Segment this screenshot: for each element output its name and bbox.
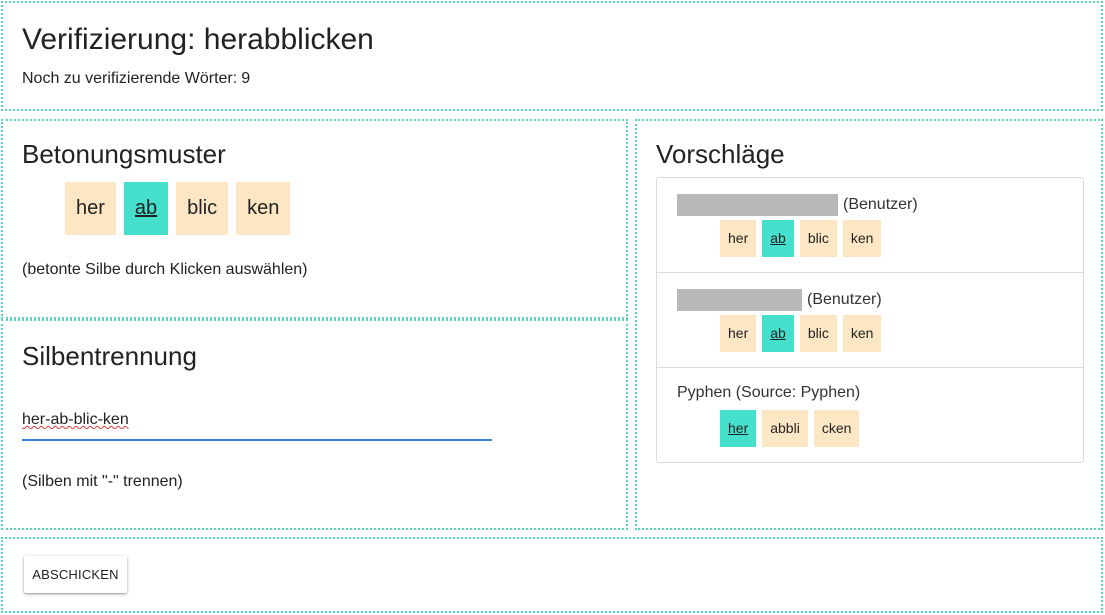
suggestion-syllable-list: her ab blic ken <box>720 315 882 352</box>
syllabification-input[interactable] <box>22 401 492 441</box>
suggestions-title: Vorschläge <box>656 139 785 169</box>
redacted-username <box>677 194 838 216</box>
syllabification-hint: (Silben mit "-" trennen) <box>22 473 183 490</box>
remaining-words-count: 9 <box>241 70 251 87</box>
suggestion-syllable-list: her abbli cken <box>720 410 860 447</box>
header-panel: Verifizierung: herabblicken Noch zu veri… <box>1 1 1103 111</box>
stress-pattern-panel: Betonungsmuster her ab blic ken (betonte… <box>1 119 628 319</box>
suggestion-syllable: ab <box>762 220 794 257</box>
remaining-words: Noch zu verifizierende Wörter:9 <box>22 70 250 88</box>
suggestion-source: Pyphen (Source: Pyphen) <box>677 384 860 402</box>
suggestions-panel: Vorschläge (Benutzer) her ab blic ken (B… <box>635 119 1103 530</box>
suggestion-syllable: her <box>720 315 757 352</box>
suggestion-source: (Benutzer) <box>677 194 918 216</box>
suggestion-syllable: blic <box>799 315 837 352</box>
stress-syllable-list: her ab blic ken <box>65 182 291 235</box>
redacted-username <box>677 289 802 311</box>
stress-syllable[interactable]: her <box>65 182 116 235</box>
suggestion-syllable: cken <box>813 410 860 447</box>
suggestion-source-label: Pyphen (Source: Pyphen) <box>677 384 861 401</box>
suggestion-syllable: abbli <box>762 410 808 447</box>
stress-syllable[interactable]: blic <box>176 182 229 235</box>
stress-pattern-title: Betonungsmuster <box>22 139 226 169</box>
footer-panel: ABSCHICKEN <box>1 537 1103 613</box>
submit-button[interactable]: ABSCHICKEN <box>24 556 127 593</box>
syllabification-panel: Silbentrennung (Silben mit "-" trennen) <box>1 319 628 530</box>
suggestion-syllable: her <box>720 410 757 447</box>
suggestion-item[interactable]: Pyphen (Source: Pyphen) her abbli cken <box>657 368 1083 463</box>
stress-syllable[interactable]: ken <box>236 182 291 235</box>
suggestion-source: (Benutzer) <box>677 289 882 311</box>
suggestion-source-label: (Benutzer) <box>843 196 918 213</box>
suggestion-syllable-list: her ab blic ken <box>720 220 882 257</box>
suggestion-syllable: ab <box>762 315 794 352</box>
suggestion-syllable: ken <box>842 315 882 352</box>
suggestion-syllable: her <box>720 220 757 257</box>
syllabification-title: Silbentrennung <box>22 341 197 371</box>
suggestion-syllable: blic <box>799 220 837 257</box>
stress-syllable[interactable]: ab <box>123 182 169 235</box>
suggestion-item[interactable]: (Benutzer) her ab blic ken <box>657 273 1083 368</box>
stress-hint: (betonte Silbe durch Klicken auswählen) <box>22 261 308 278</box>
suggestion-source-label: (Benutzer) <box>807 291 882 308</box>
suggestion-syllable: ken <box>842 220 882 257</box>
remaining-words-label: Noch zu verifizierende Wörter: <box>22 70 238 87</box>
suggestions-list: (Benutzer) her ab blic ken (Benutzer) he… <box>656 177 1084 463</box>
page-title: Verifizierung: herabblicken <box>22 23 374 56</box>
suggestion-item[interactable]: (Benutzer) her ab blic ken <box>657 178 1083 273</box>
